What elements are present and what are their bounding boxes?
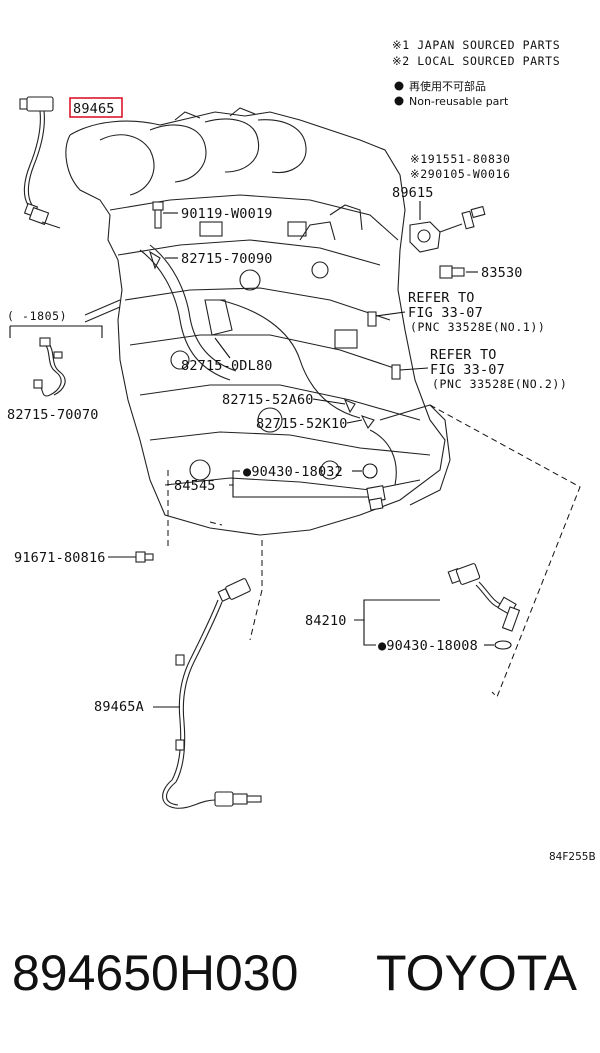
- part-label-82715-52a60: 82715-52A60: [222, 392, 314, 408]
- knock-sensor-illustration: [409, 205, 486, 253]
- oxygen-sensor-lower-illustration: [162, 578, 262, 809]
- part-label-84210: 84210: [305, 613, 347, 629]
- speed-sensor-illustration: [447, 563, 521, 632]
- connector-icon: [26, 96, 54, 112]
- clamp-icon: [149, 250, 161, 270]
- bolt-icon: [367, 311, 377, 327]
- oxygen-sensor-upper-illustration: [19, 96, 61, 229]
- part-label-84545: 84545: [174, 478, 216, 494]
- part-label-90430-18032: ●90430-18032: [243, 464, 343, 480]
- backup-light-switch-illustration: [366, 485, 386, 511]
- refer-label-2-line3: (PNC 33528E(NO.2)): [432, 377, 567, 391]
- bolt-icon: [391, 364, 401, 380]
- part-label-82715-0dl80: 82715-0DL80: [181, 358, 273, 374]
- refer-label-2-line2: FIG 33-07: [430, 362, 505, 378]
- bolt-illustration: [135, 551, 154, 563]
- part-label-91671-80816: 91671-80816: [14, 550, 106, 566]
- model-range-label: ( -1805): [7, 309, 67, 323]
- part-label-83530: 83530: [481, 265, 523, 281]
- part-label-89615: 89615: [392, 185, 434, 201]
- legend: ※1 JAPAN SOURCED PARTS ※2 LOCAL SOURCED …: [392, 38, 560, 108]
- part-label-89465a: 89465A: [94, 699, 144, 715]
- refer-label-1-line3: (PNC 33528E(NO.1)): [410, 320, 545, 334]
- part-label-82715-70090: 82715-70090: [181, 251, 273, 267]
- refer-label-1-line2: FIG 33-07: [408, 305, 483, 321]
- part-label-91551-80830: ※191551-80830: [410, 152, 511, 166]
- gasket-icon: [362, 463, 378, 479]
- highlight-box: [69, 97, 123, 118]
- oil-pressure-switch-illustration: [439, 265, 465, 279]
- part-label-89465: 89465: [73, 101, 115, 117]
- sensor-wire-illustration: [33, 337, 66, 397]
- engine-block-illustration: [65, 107, 451, 536]
- caption-part-number: 894650H030: [12, 945, 298, 1001]
- part-label-90105-w0016: ※290105-W0016: [410, 167, 511, 181]
- legend-note-local: ※2 LOCAL SOURCED PARTS: [392, 54, 560, 68]
- part-label-90119-w0019: 90119-W0019: [181, 206, 273, 222]
- part-label-90430-18008: ●90430-18008: [378, 638, 478, 654]
- o-ring-icon: [494, 640, 512, 650]
- clamp-icon: [343, 399, 356, 414]
- legend-note-japan: ※1 JAPAN SOURCED PARTS: [392, 38, 560, 52]
- legend-nonreusable-jp: 再使用不可部品: [409, 79, 486, 93]
- figure-code: 84F255B: [549, 851, 596, 863]
- refer-label-1-line1: REFER TO: [408, 290, 475, 306]
- nonreusable-bullet-icon: [394, 96, 404, 106]
- clamp-icon: [360, 415, 375, 430]
- part-label-82715-52k10: 82715-52K10: [256, 416, 348, 432]
- legend-nonreusable-en: Non-reusable part: [409, 95, 509, 108]
- bolt-illustration: [152, 201, 164, 229]
- caption-brand: TOYOTA: [376, 945, 578, 1001]
- refer-label-2-line1: REFER TO: [430, 347, 497, 363]
- nonreusable-bullet-icon: [394, 81, 404, 91]
- part-label-82715-70070: 82715-70070: [7, 407, 99, 423]
